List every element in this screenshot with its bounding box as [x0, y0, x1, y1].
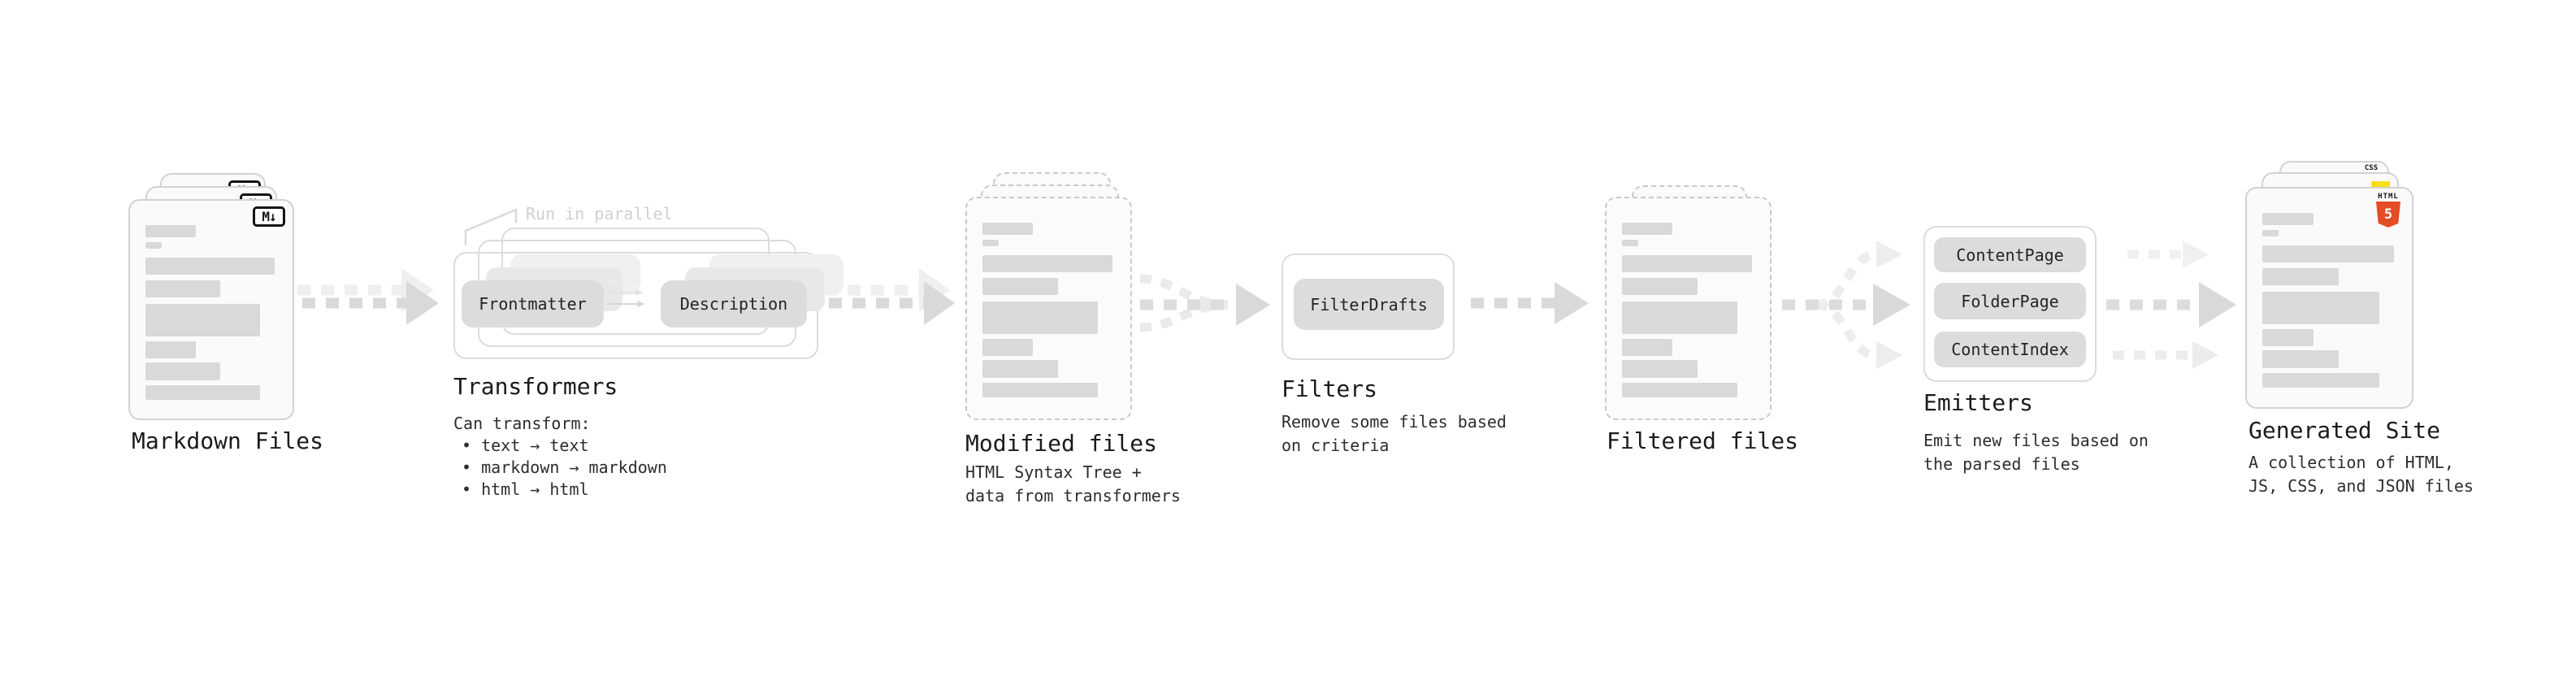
filtered-file-card — [1605, 197, 1772, 420]
arrow-transformers-to-modified — [824, 268, 955, 325]
placeholder-bar — [145, 280, 221, 297]
modified-file-card — [965, 197, 1132, 420]
placeholder-bar — [145, 258, 275, 275]
description-transformer-box: Description — [661, 280, 807, 327]
placeholder-bar — [145, 242, 162, 249]
modified-files-desc: HTML Syntax Tree + data from transformer… — [965, 462, 1181, 505]
doc-content-placeholder — [2262, 189, 2412, 407]
markdown-icon: M↓ — [253, 206, 285, 227]
doc-content-placeholder — [1622, 198, 1770, 419]
html5-icon: HTML 5 — [2374, 193, 2402, 228]
arrow-markdown-to-transformers — [297, 268, 439, 325]
placeholder-bar — [982, 255, 1113, 272]
placeholder-bar — [982, 339, 1033, 356]
bullet-markdown-to-markdown: • markdown → markdown — [462, 458, 667, 477]
modified-files-title: Modified files — [965, 430, 1158, 457]
placeholder-bar — [2262, 230, 2279, 236]
placeholder-bar — [982, 223, 1033, 235]
placeholder-bar — [1622, 240, 1639, 246]
placeholder-bar — [1622, 339, 1672, 356]
placeholder-bar — [982, 301, 1098, 334]
placeholder-bar — [982, 240, 1000, 246]
placeholder-bar — [1622, 301, 1737, 334]
placeholder-bar — [982, 278, 1058, 295]
placeholder-bar — [2262, 350, 2339, 368]
arrow-filters-to-filtered — [1471, 282, 1589, 324]
markdown-files-title: Markdown Files — [132, 427, 324, 454]
generated-site-desc: A collection of HTML, JS, CSS, and JSON … — [2249, 453, 2474, 496]
transformers-title: Transformers — [453, 373, 618, 400]
bullet-html-to-html: • html → html — [462, 479, 589, 499]
placeholder-bar — [1622, 223, 1672, 235]
placeholder-bar — [2262, 292, 2379, 324]
generated-html-file-card: HTML 5 — [2245, 187, 2413, 409]
markdown-file-card: M↓ — [128, 199, 294, 420]
placeholder-bar — [145, 385, 261, 400]
placeholder-bar — [145, 225, 196, 237]
placeholder-bar — [145, 362, 221, 380]
placeholder-bar — [2262, 268, 2339, 285]
generated-site-title: Generated Site — [2249, 417, 2441, 444]
contentindex-emitter-box: ContentIndex — [1934, 332, 2086, 367]
doc-content-placeholder — [982, 198, 1130, 419]
emitters-title: Emitters — [1923, 389, 2033, 416]
arrows-emitters-to-generated — [2106, 241, 2236, 369]
placeholder-bar — [982, 360, 1058, 378]
arrow-modified-to-filters-merge — [1139, 274, 1270, 332]
transformers-bullet-list: • text → text • markdown → markdown • ht… — [462, 435, 667, 501]
filters-desc: Remove some files based on criteria — [1281, 412, 1507, 455]
css-icon: CSS — [2364, 164, 2379, 172]
placeholder-bar — [2262, 245, 2394, 262]
placeholder-bar — [145, 341, 196, 358]
run-in-parallel-callout-line — [464, 208, 518, 245]
placeholder-bar — [982, 383, 1098, 397]
placeholder-bar — [1622, 255, 1753, 272]
placeholder-bar — [2262, 329, 2314, 346]
placeholder-bar — [1622, 278, 1698, 295]
emitters-desc: Emit new files based on the parsed files — [1923, 431, 2149, 474]
placeholder-bar — [2262, 213, 2314, 225]
filterdrafts-filter-box: FilterDrafts — [1294, 279, 1444, 330]
run-in-parallel-annotation: Run in parallel — [526, 204, 673, 223]
folderpage-emitter-box: FolderPage — [1934, 283, 2086, 319]
transformers-desc-heading: Can transform: — [453, 414, 591, 433]
doc-content-placeholder — [145, 201, 293, 419]
placeholder-bar — [145, 304, 261, 336]
filtered-files-title: Filtered files — [1607, 427, 1799, 454]
placeholder-bar — [1622, 383, 1737, 397]
bullet-text-to-text: • text → text — [462, 436, 589, 455]
placeholder-bar — [2262, 373, 2379, 388]
placeholder-bar — [1622, 360, 1698, 378]
arrow-filtered-to-emitters-fanout — [1782, 241, 1910, 369]
contentpage-emitter-box: ContentPage — [1934, 237, 2086, 272]
frontmatter-transformer-box: Frontmatter — [462, 280, 604, 327]
parallel-mini-arrows — [606, 278, 645, 307]
filters-title: Filters — [1281, 375, 1378, 402]
